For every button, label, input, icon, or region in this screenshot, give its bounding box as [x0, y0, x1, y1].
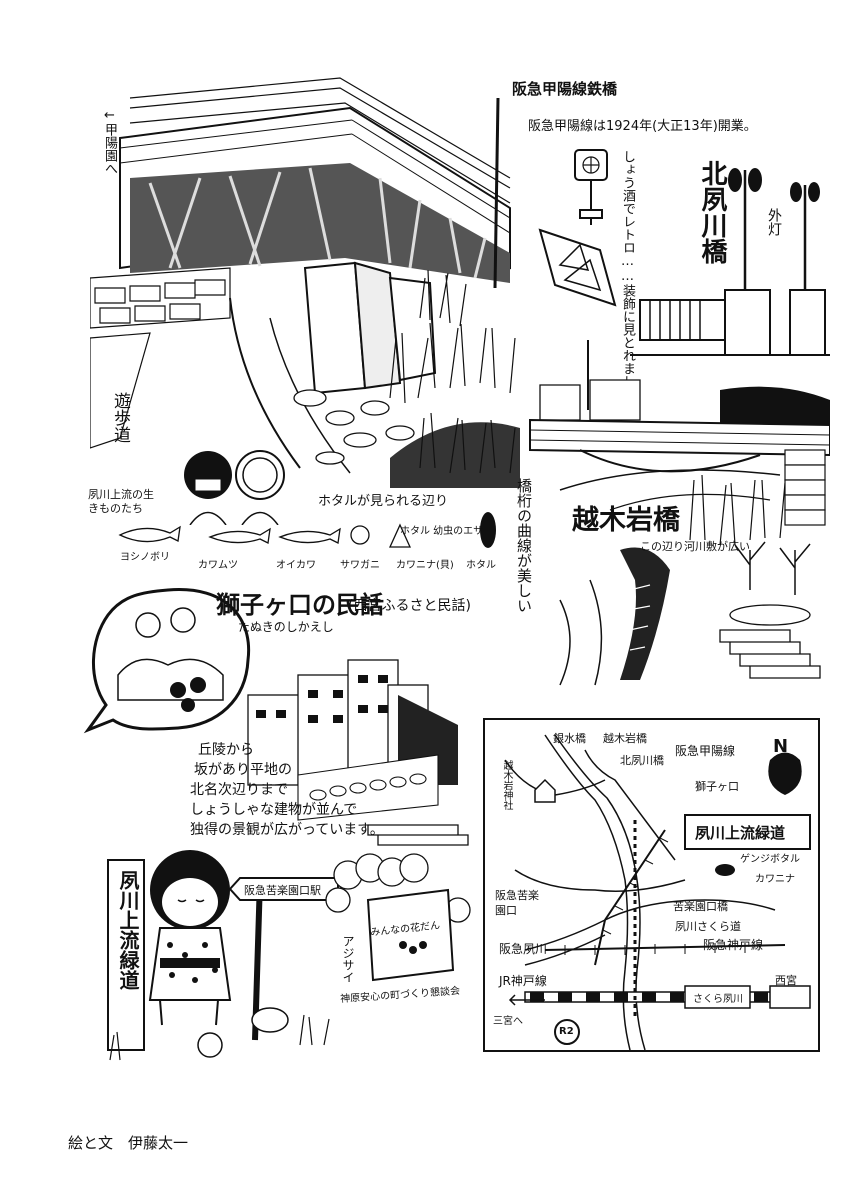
map-label-genji-firefly: ゲンジボタル [740, 854, 800, 865]
sign-pole-text: 夙川上流緑道 [116, 870, 140, 990]
townscape-illustration [238, 655, 488, 855]
folktale-story: たぬきのしかえし [238, 620, 334, 634]
map-label-ginsui: 銀水橋 [553, 732, 586, 745]
sign-arrow-text: 阪急苦楽園口駅 [244, 884, 321, 897]
map-label-nishinomiya: 西宮 [775, 974, 797, 987]
folktale-bubble [78, 580, 258, 740]
koshikiiwa-bridge-illustration [520, 340, 830, 690]
creature-kawamutsu: カワムツ [198, 560, 238, 571]
koshikiiwa-title: 越木岩橋 [572, 505, 680, 536]
creature-hotaru: ホタル [466, 560, 496, 571]
map-label-shukugawa-station: 阪急夙川 [499, 942, 548, 956]
map-route-number: R2 [559, 1026, 574, 1037]
hill-note-line-3: 北名次辺りまで [190, 782, 288, 798]
creature-oikawa: オイカワ [276, 560, 316, 571]
girl-and-sign-illustration [100, 840, 340, 1070]
flowerbed-illustration [318, 850, 483, 990]
map-label-koshiki-bridge: 越木岩橋 [603, 732, 647, 745]
hill-note-line-1: 丘陵から [198, 742, 254, 758]
map-label-jr-line: JR神戸線 [499, 974, 547, 988]
characters-illustration [180, 445, 290, 525]
creatures-illustration [110, 505, 510, 555]
path-label: 遊歩道 [110, 392, 130, 443]
map-north: N [773, 736, 789, 757]
map-label-koyo-line: 阪急甲陽線 [675, 744, 736, 758]
hill-note-line-2: 坂があり平地の [194, 762, 292, 778]
map-title: 夙川上流緑道 [695, 824, 786, 842]
creature-yoshinobori: ヨシノボリ [120, 552, 170, 563]
hill-note: 丘陵から 坂があり平地の 北名次辺りまで しょうしゃな建物が並んで 独得の景観が… [190, 740, 384, 840]
creature-kawanina: カワニナ(貝) [396, 560, 454, 571]
map-label-sannomiya: 三宮へ [493, 1016, 523, 1027]
bridge-direction-label: ←甲陽園へ [102, 108, 117, 175]
firefly-note: ホタルが見られる辺り [318, 494, 449, 509]
folktale-subtitle: (西宮ふるさと民話) [348, 598, 471, 614]
lamp-label: 外灯 [766, 208, 782, 236]
credit: 絵と文 伊藤太一 [68, 1134, 189, 1152]
kitashukugawa-title: 北夙川橋 [697, 160, 727, 264]
map-label-sakura-station: さくら夙川 [693, 994, 743, 1005]
railway-bridge-illustration [90, 68, 530, 488]
map-label-kobe-line: 阪急神戸線 [703, 938, 764, 952]
bridge-title: 阪急甲陽線鉄橋 [512, 80, 618, 98]
bridge-note: 阪急甲陽線は1924年(大正13年)開業。 [528, 119, 757, 134]
creature-larva-food: ホタル 幼虫のエサ [400, 526, 484, 537]
hill-note-line-4: しょうしゃな建物が並んで [190, 802, 358, 818]
creatures-heading: 夙川上流の生きものたち [88, 488, 154, 515]
koshikiiwa-note: 橋桁の曲線が美しい [515, 478, 533, 613]
map-label-kurakuen-station: 阪急苦楽園口 [495, 889, 539, 917]
map-label-kurakuen-bridge: 苦楽園口橋 [673, 900, 728, 913]
map-label-kitashuku-bridge: 北夙川橋 [620, 754, 664, 767]
area-map: 銀水橋 越木岩橋 北夙川橋 阪急甲陽線 獅子ヶ口 越木岩神社 夙川上流緑道 N … [483, 718, 820, 1052]
map-label-shrine: 越木岩神社 [501, 760, 512, 810]
folktale-title: 獅子ヶ口の民話 [216, 591, 384, 619]
map-label-kawanina: カワニナ [755, 874, 795, 885]
creature-sawagani: サワガニ [340, 560, 380, 571]
hill-note-line-5: 独得の景観が広がっています。 [190, 822, 384, 838]
kitashukugawa-bridge-illustration [530, 140, 830, 365]
sign-arrow [228, 876, 340, 902]
riverbed-note: この辺り河川敷が広い [640, 540, 750, 553]
map-label-sakura-road: 夙川さくら道 [675, 920, 741, 933]
kitashukugawa-caption: しょう酒でレトロ……装飾に見とれました。 [620, 150, 635, 414]
flowerbed-flower-label: アジサイ [341, 935, 355, 983]
map-label-shishiguchi: 獅子ヶ口 [695, 780, 739, 793]
